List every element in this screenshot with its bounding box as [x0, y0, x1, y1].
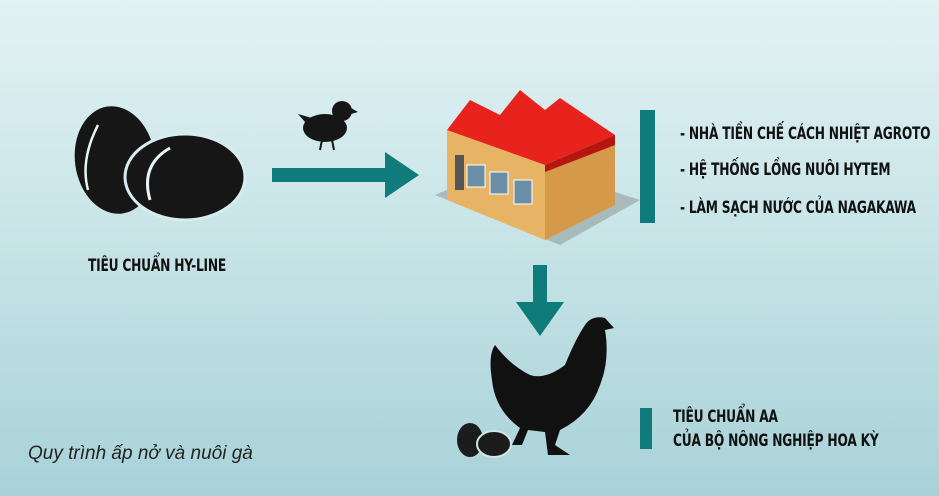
feature-item: - NHÀ TIỀN CHẾ CÁCH NHIỆT AGROTO [680, 124, 931, 144]
feature-item: - LÀM SẠCH NƯỚC CỦA NAGAKAWA [680, 198, 916, 218]
standard-bar [640, 408, 652, 449]
eggs-icon [74, 106, 247, 222]
standard-line-2: CỦA BỘ NÔNG NGHIỆP HOA KỲ [673, 431, 879, 451]
feature-item: - HỆ THỐNG LỒNG NUÔI HYTEM [680, 160, 891, 180]
standard-line-1: TIÊU CHUẨN AA [673, 407, 778, 427]
arrow-right-icon [272, 152, 419, 198]
chick-icon [298, 101, 358, 151]
hen-icon [457, 317, 614, 458]
egg-standard-label: TIÊU CHUẨN HY-LINE [88, 256, 227, 276]
caption: Quy trình ấp nở và nuôi gà [28, 443, 253, 464]
arrow-down-icon [516, 265, 564, 336]
features-bar [640, 110, 655, 223]
factory-icon [435, 90, 640, 245]
